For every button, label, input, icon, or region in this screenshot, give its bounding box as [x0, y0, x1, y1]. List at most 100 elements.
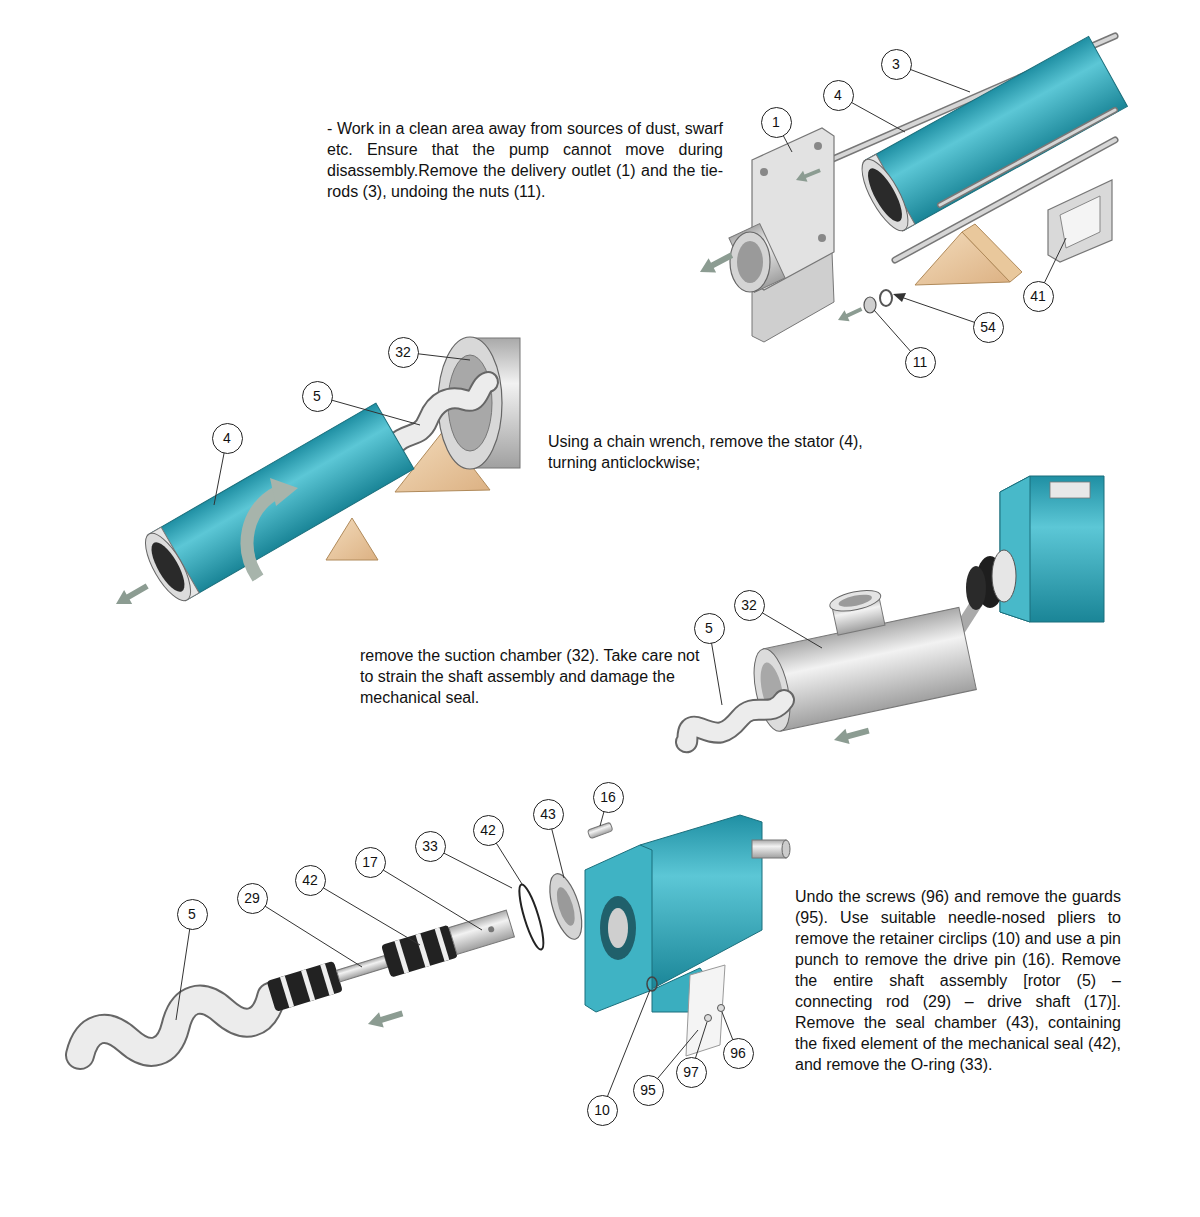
direction-arrow: [366, 1006, 405, 1032]
shaft-assembly: [415, 933, 430, 967]
direction-arrow: [835, 304, 864, 326]
stator: [137, 403, 414, 607]
guard: [686, 965, 725, 1056]
pump-body: [585, 845, 652, 1012]
direction-arrow: [112, 579, 151, 611]
shaft-assembly: [394, 940, 409, 974]
stator: [145, 538, 190, 596]
callout-circle: 3: [881, 49, 912, 80]
callout-circle: 5: [694, 613, 725, 644]
instruction-text: Using a chain wrench, remove the stator …: [548, 431, 888, 473]
shaft-assembly: [515, 882, 548, 951]
instruction-text: Undo the screws (96) and remove the guar…: [795, 886, 1121, 1075]
leader-line: [709, 605, 822, 705]
direction-arrow: [832, 723, 871, 748]
nut-and-washer: [880, 290, 892, 306]
shaft-assembly: [280, 976, 294, 1008]
leader-arrowhead: [893, 293, 906, 302]
callout-circle: 5: [302, 381, 333, 412]
callout-number: 33: [422, 839, 438, 853]
tie-rod: [940, 110, 1115, 205]
nut-and-washer: [864, 290, 892, 313]
callout-number: 10: [594, 1103, 610, 1117]
pump-body: [608, 908, 628, 948]
callout-number: 41: [1030, 289, 1046, 303]
shaft-assembly: [435, 927, 450, 961]
callout-circle: 96: [723, 1038, 754, 1069]
pump-body: [600, 896, 636, 960]
instruction-text: - Work in a clean area away from sources…: [327, 118, 723, 202]
mechanical-seal: [992, 550, 1016, 602]
rotor: [392, 382, 488, 448]
callout-circle: 29: [237, 883, 268, 914]
leader-line: [310, 880, 420, 945]
callout-number: 11: [913, 355, 928, 369]
wooden-wedge: [915, 224, 1022, 285]
callout-circle: 95: [633, 1075, 664, 1106]
rotor: [686, 700, 784, 742]
callout-number: 4: [223, 431, 231, 445]
callout-circle: 41: [1023, 281, 1054, 312]
callout-number: 95: [640, 1083, 656, 1097]
callout-number: 42: [302, 873, 318, 887]
callout-number: 29: [244, 891, 260, 905]
callout-number: 97: [683, 1065, 699, 1079]
shaft-assembly: [449, 910, 515, 954]
callout-number: 32: [395, 345, 411, 359]
rotor: [686, 700, 784, 742]
direction-arrow: [696, 248, 735, 279]
shaft-assembly: [70, 870, 588, 1087]
instruction-text: remove the suction chamber (32). Take ca…: [360, 645, 700, 708]
callout-number: 16: [600, 790, 616, 804]
rotation-arrow: [247, 478, 298, 578]
callout-circle: 10: [587, 1095, 618, 1126]
callout-number: 5: [313, 389, 321, 403]
callout-number: 1: [772, 115, 780, 129]
pump-body: [640, 815, 762, 990]
rotation-arrow: [270, 478, 298, 506]
tie-rod: [940, 110, 1115, 205]
callout-circle: 17: [355, 847, 386, 878]
callout-number: 32: [741, 598, 757, 612]
direction-arrow: [794, 165, 823, 186]
stator: [862, 164, 909, 226]
callout-circle: 97: [676, 1057, 707, 1088]
screw: [705, 1005, 725, 1022]
callout-number: 17: [362, 855, 378, 869]
callout-number: 5: [188, 907, 196, 921]
leader-line: [370, 862, 482, 930]
shaft-assembly: [553, 885, 578, 927]
callout-circle: 1: [761, 107, 792, 138]
wooden-wedge: [326, 518, 378, 560]
wooden-wedge: [962, 224, 1022, 282]
suction-chamber: [838, 592, 873, 609]
shaft-assembly: [543, 870, 588, 943]
callout-circle: 4: [823, 80, 854, 111]
leader-line: [214, 352, 470, 505]
rotor: [686, 700, 784, 742]
callout-circle: 33: [415, 831, 446, 862]
guard: [686, 965, 725, 1056]
stator: [149, 403, 414, 600]
support-stand: [1048, 180, 1112, 262]
callout-circle: 43: [533, 799, 564, 830]
tie-rod: [895, 140, 1115, 260]
delivery-outlet: [730, 232, 770, 292]
callout-circle: 42: [473, 815, 504, 846]
delivery-outlet: [729, 224, 785, 293]
delivery-outlet: [814, 142, 822, 150]
support-stand: [1048, 180, 1112, 262]
callout-circle: 4: [212, 423, 243, 454]
screw: [705, 1015, 712, 1022]
pump-body: [752, 840, 786, 858]
suction-chamber: [828, 587, 883, 615]
rotor: [392, 382, 488, 448]
support-stand: [1060, 196, 1100, 248]
leader-line: [176, 914, 192, 1020]
callout-number: 3: [892, 57, 900, 71]
shaft-assembly: [75, 979, 277, 1073]
pump-body: [1000, 476, 1104, 622]
shaft-assembly: [336, 956, 387, 982]
